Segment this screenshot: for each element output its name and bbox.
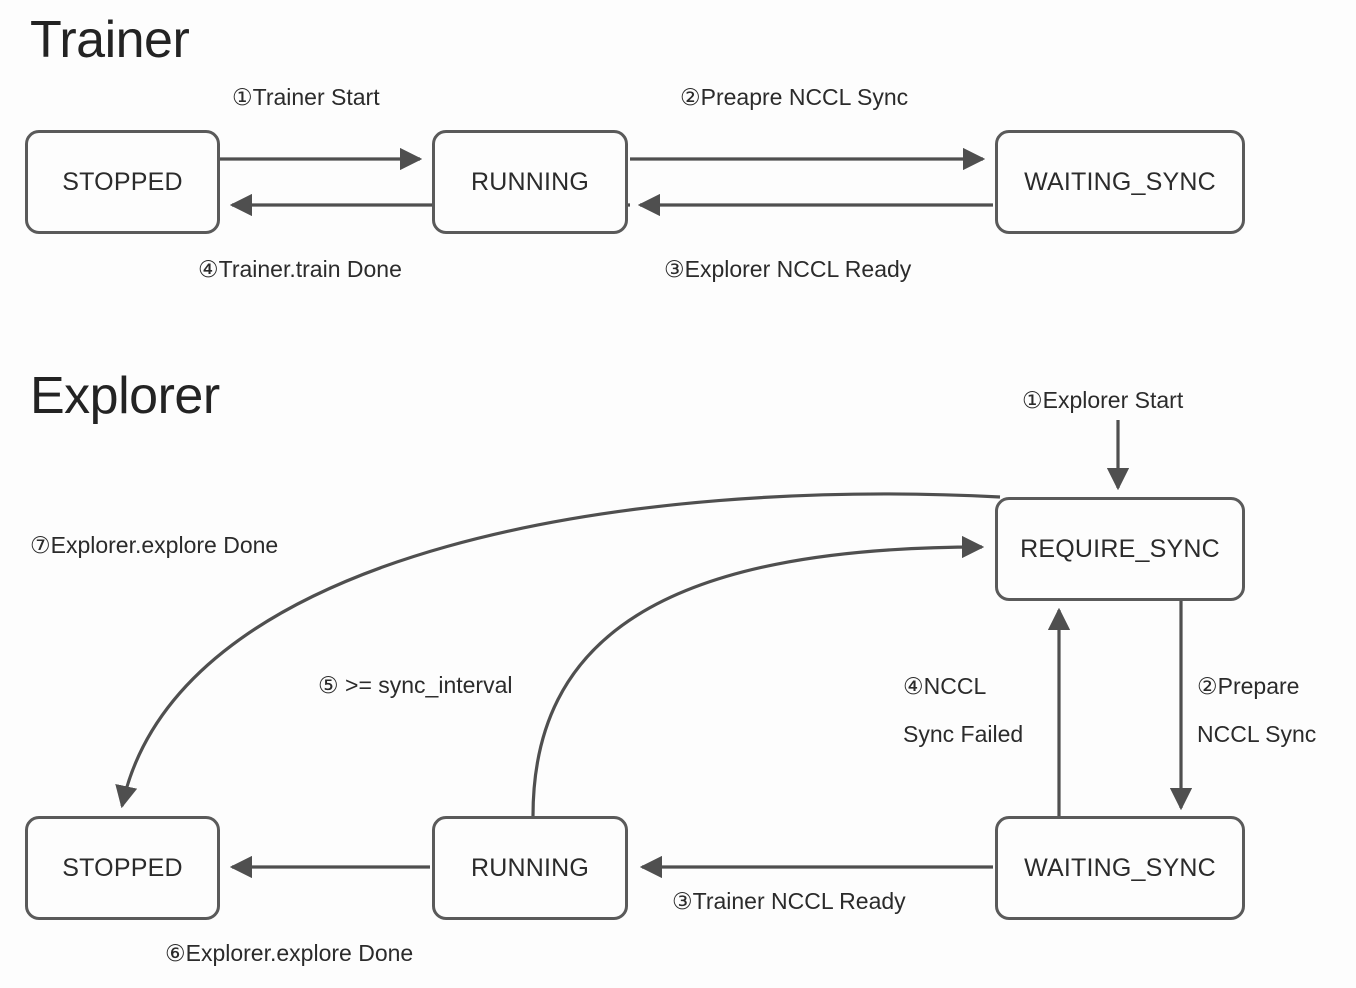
edge-label-explorer-prepare-nccl-sync: ②Prepare NCCL Sync: [1197, 662, 1316, 759]
state-node-explorer-stopped[interactable]: STOPPED: [25, 816, 220, 920]
state-node-trainer-waiting-sync[interactable]: WAITING_SYNC: [995, 130, 1245, 234]
edge-label-trainer-train-done: ④Trainer.train Done: [198, 256, 402, 282]
edge-explorer-sync-interval: [531, 535, 985, 817]
edge-label-line-1: ②Prepare: [1197, 673, 1300, 699]
edge-label-explorer-sync-interval: ⑤ >= sync_interval: [318, 672, 513, 698]
state-node-explorer-waiting-sync[interactable]: WAITING_SYNC: [995, 816, 1245, 920]
edge-label-line-2: NCCL Sync: [1197, 721, 1317, 748]
state-node-explorer-running[interactable]: RUNNING: [432, 816, 628, 920]
edge-label-explorer-explore-done-require-sync: ⑦Explorer.explore Done: [30, 532, 279, 558]
edge-label-explorer-explore-done-running: ⑥Explorer.explore Done: [165, 940, 414, 966]
edge-label-trainer-start: ①Trainer Start: [232, 84, 380, 110]
edge-label-explorer-start: ①Explorer Start: [1022, 387, 1184, 413]
state-node-trainer-running[interactable]: RUNNING: [432, 130, 628, 234]
state-node-trainer-stopped[interactable]: STOPPED: [25, 130, 220, 234]
state-node-explorer-require-sync[interactable]: REQUIRE_SYNC: [995, 497, 1245, 601]
section-title-explorer: Explorer: [30, 367, 220, 425]
edge-label-trainer-preapre-nccl-sync: ②Preapre NCCL Sync: [680, 84, 909, 110]
edge-label-line-1: ④NCCL: [903, 673, 987, 699]
edge-label-line-2: Sync Failed: [903, 721, 1024, 748]
section-title-trainer: Trainer: [30, 11, 190, 69]
edge-explorer-explore-done-require-sync: [115, 492, 1001, 809]
edge-label-explorer-trainer-nccl-ready: ③Trainer NCCL Ready: [672, 888, 906, 914]
edge-label-explorer-nccl-sync-failed: ④NCCL Sync Failed: [903, 662, 1023, 759]
edge-label-trainer-explorer-nccl-ready: ③Explorer NCCL Ready: [664, 256, 912, 282]
